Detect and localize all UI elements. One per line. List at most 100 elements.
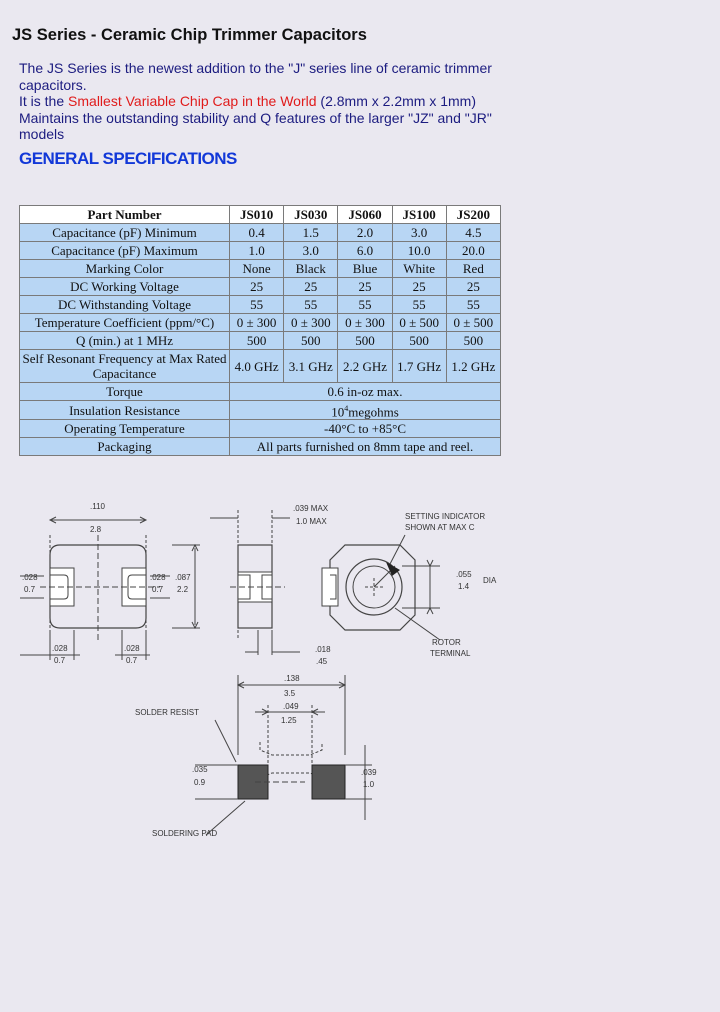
row-label: DC Withstanding Voltage: [19, 295, 230, 314]
table-cell: 104megohms: [229, 399, 501, 421]
insulation-unit: megohms: [348, 404, 399, 420]
table-cell: 0.6 in-oz max.: [229, 382, 501, 401]
dia-label: DIA: [483, 576, 497, 585]
intro-line-2-suffix: (2.8mm x 2.2mm x 1mm): [316, 93, 476, 110]
table-cell: 25: [228, 277, 285, 296]
table-cell: 4.5: [445, 223, 502, 242]
table-row: Insulation Resistance 104megohms: [19, 399, 501, 421]
table-cell: 1.5: [283, 223, 339, 242]
pad-height-in: .039: [361, 768, 377, 777]
soldering-pad-label: SOLDERING PAD: [152, 829, 217, 838]
intro-line-2: It is the Smallest Variable Chip Cap in …: [19, 93, 519, 110]
rotor-terminal-line-1: ROTOR: [432, 638, 461, 647]
table-cell: 25: [337, 277, 393, 296]
pad-gap-mm: 1.25: [281, 716, 297, 725]
table-cell: 2.2 GHz: [337, 349, 393, 383]
row-label: Capacitance (pF) Maximum: [19, 241, 230, 260]
header-cell: JS060: [337, 205, 393, 224]
table-cell: 500: [391, 331, 447, 350]
table-cell: 0 ± 500: [445, 313, 502, 332]
table-row: DC Working Voltage 25 25 25 25 25: [19, 277, 502, 296]
table-row: Packaging All parts furnished on 8mm tap…: [19, 437, 501, 457]
left-term-in: .028: [22, 573, 38, 582]
row-label: Operating Temperature: [19, 419, 230, 439]
header-cell: JS030: [283, 205, 339, 224]
table-cell: 25: [445, 277, 502, 296]
table-cell: White: [391, 259, 447, 278]
table-cell: 3.0: [283, 241, 339, 260]
bottom-right-in: .028: [124, 644, 140, 653]
pad-total-mm: 3.5: [284, 689, 296, 698]
table-cell: 500: [283, 331, 339, 350]
table-row: Marking Color None Black Blue White Red: [19, 259, 502, 278]
table-cell: 2.0: [337, 223, 393, 242]
rotor-dia-mm: 1.4: [458, 582, 470, 591]
page-title: JS Series - Ceramic Chip Trimmer Capacit…: [12, 26, 367, 44]
table-cell: 1.7 GHz: [391, 349, 447, 383]
table-cell: 4.0 GHz: [228, 349, 285, 383]
row-label: Capacitance (pF) Minimum: [19, 223, 230, 242]
table-cell: 25: [283, 277, 339, 296]
intro-line-1: The JS Series is the newest addition to …: [19, 60, 492, 93]
table-row: Self Resonant Frequency at Max Rated Cap…: [19, 349, 502, 383]
table-cell: 0 ± 300: [228, 313, 285, 332]
row-label: Self Resonant Frequency at Max Rated Cap…: [19, 349, 230, 383]
thickness-in: .039 MAX: [293, 504, 329, 513]
table-cell: None: [228, 259, 285, 278]
table-cell: 1.0: [228, 241, 285, 260]
row-label: Packaging: [19, 437, 230, 457]
table-cell: -40°C to +85°C: [229, 419, 501, 439]
top-width-in: .110: [90, 502, 106, 511]
intro-highlight: Smallest Variable Chip Cap in the World: [68, 93, 317, 110]
table-cell: 25: [391, 277, 447, 296]
bottom-left-in: .028: [52, 644, 68, 653]
bottom-left-mm: 0.7: [54, 656, 66, 665]
row-label: Torque: [19, 382, 230, 401]
height-mm: 2.2: [177, 585, 189, 594]
rotor-terminal-line-2: TERMINAL: [430, 649, 471, 658]
row-label: DC Working Voltage: [19, 277, 230, 296]
intro-line-3: Maintains the outstanding stability and …: [19, 109, 492, 143]
specs-heading: GENERAL SPECIFICATIONS: [19, 149, 237, 168]
left-term-mm: 0.7: [24, 585, 36, 594]
spec-table: Part Number JS010 JS030 JS060 JS100 JS20…: [19, 205, 502, 457]
table-cell: 3.0: [391, 223, 447, 242]
table-cell: 55: [391, 295, 447, 314]
intro-text: The JS Series is the newest addition to …: [19, 60, 519, 143]
setting-indicator-line-2: SHOWN AT MAX C: [405, 523, 475, 532]
table-cell: 55: [337, 295, 393, 314]
top-width-mm: 2.8: [90, 525, 102, 534]
table-cell: Red: [445, 259, 502, 278]
pad-width-in: .035: [192, 765, 208, 774]
row-label: Temperature Coefficient (ppm/°C): [19, 313, 230, 332]
row-label: Insulation Resistance: [19, 399, 230, 421]
table-header-row: Part Number JS010 JS030 JS060 JS100 JS20…: [19, 205, 502, 224]
table-cell: Black: [283, 259, 339, 278]
table-row: Capacitance (pF) Maximum 1.0 3.0 6.0 10.…: [19, 241, 502, 260]
rotor-dia-in: .055: [456, 570, 472, 579]
dimension-drawing: .110 2.8 .039 MAX 1.0 MAX SETTING INDICA…: [20, 502, 497, 838]
table-cell: 1.2 GHz: [445, 349, 502, 383]
table-row: Temperature Coefficient (ppm/°C) 0 ± 300…: [19, 313, 502, 332]
header-cell: Part Number: [19, 205, 230, 224]
table-cell: 500: [337, 331, 393, 350]
pad-width-mm: 0.9: [194, 778, 206, 787]
table-cell: 55: [228, 295, 285, 314]
table-row: Capacitance (pF) Minimum 0.4 1.5 2.0 3.0…: [19, 223, 502, 242]
setting-indicator-line-1: SETTING INDICATOR: [405, 512, 485, 521]
table-row: DC Withstanding Voltage 55 55 55 55 55: [19, 295, 502, 314]
header-cell: JS200: [445, 205, 502, 224]
insulation-base: 10: [331, 404, 345, 420]
thickness-mm: 1.0 MAX: [296, 517, 327, 526]
table-cell: Blue: [337, 259, 393, 278]
table-cell: 3.1 GHz: [283, 349, 339, 383]
table-row: Operating Temperature -40°C to +85°C: [19, 419, 501, 439]
table-cell: 500: [445, 331, 502, 350]
table-cell: 0 ± 500: [391, 313, 447, 332]
table-row: Q (min.) at 1 MHz 500 500 500 500 500: [19, 331, 502, 350]
bottom-right-mm: 0.7: [126, 656, 138, 665]
table-cell: 6.0: [337, 241, 393, 260]
right-term-mm: 0.7: [152, 585, 164, 594]
solder-resist-label: SOLDER RESIST: [135, 708, 199, 717]
height-in: .087: [175, 573, 191, 582]
